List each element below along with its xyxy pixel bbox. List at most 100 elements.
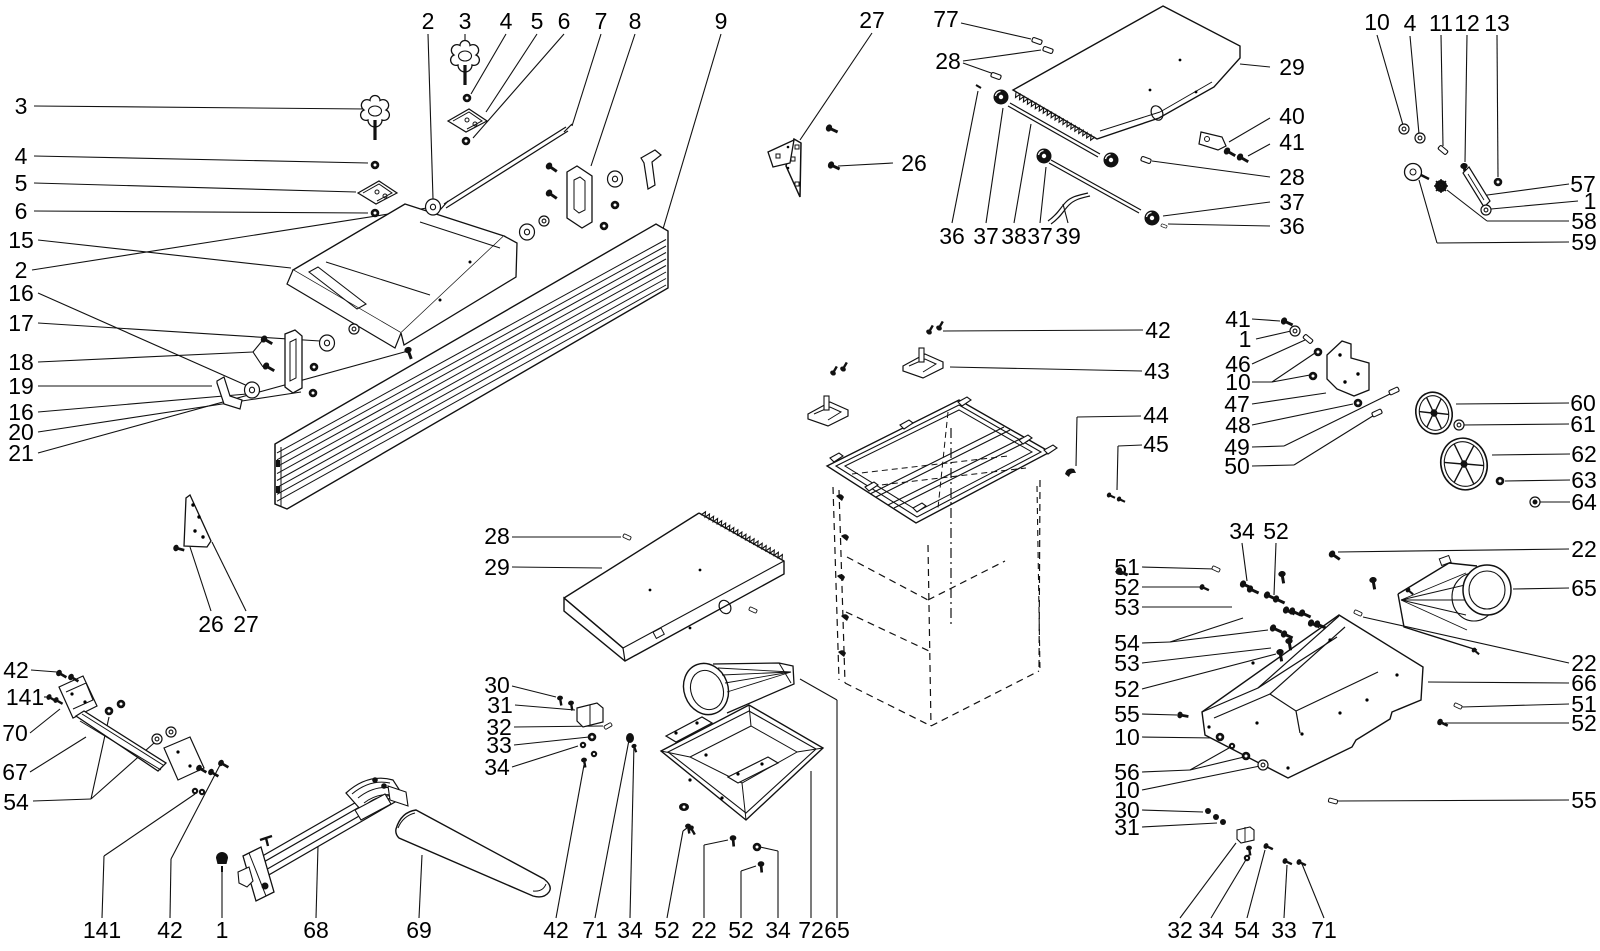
svg-text:34: 34 [484,754,510,780]
svg-text:20: 20 [8,419,34,445]
svg-text:52: 52 [728,917,754,943]
svg-text:66: 66 [1571,670,1597,696]
svg-text:68: 68 [303,917,329,943]
svg-text:15: 15 [8,227,34,253]
svg-text:71: 71 [1311,917,1337,943]
svg-text:7: 7 [595,8,608,34]
svg-text:8: 8 [629,8,642,34]
svg-text:29: 29 [1279,54,1305,80]
svg-text:22: 22 [1571,536,1597,562]
svg-text:55: 55 [1114,701,1140,727]
svg-text:49: 49 [1224,434,1250,460]
svg-text:62: 62 [1571,441,1597,467]
svg-text:28: 28 [1279,164,1305,190]
svg-text:59: 59 [1571,229,1597,255]
svg-text:31: 31 [1114,814,1140,840]
svg-text:41: 41 [1225,306,1251,332]
svg-text:34: 34 [617,917,643,943]
svg-text:1: 1 [1584,188,1597,214]
svg-text:72: 72 [798,917,824,943]
svg-text:60: 60 [1570,390,1596,416]
svg-text:1: 1 [216,917,229,943]
svg-text:65: 65 [824,917,850,943]
svg-text:52: 52 [1114,574,1140,600]
svg-text:45: 45 [1143,431,1169,457]
svg-text:16: 16 [8,399,34,425]
svg-text:10: 10 [1364,9,1390,35]
svg-text:4: 4 [1404,10,1417,36]
svg-text:53: 53 [1114,650,1140,676]
svg-text:42: 42 [157,917,183,943]
svg-text:3: 3 [459,8,472,34]
svg-text:61: 61 [1570,411,1596,437]
svg-text:36: 36 [1279,213,1305,239]
svg-text:10: 10 [1225,369,1251,395]
svg-text:43: 43 [1144,358,1170,384]
svg-text:52: 52 [1263,518,1289,544]
svg-text:22: 22 [691,917,717,943]
svg-text:3: 3 [15,93,28,119]
svg-text:47: 47 [1224,391,1250,417]
svg-text:56: 56 [1114,759,1140,785]
svg-text:21: 21 [8,440,34,466]
svg-text:12: 12 [1454,10,1480,36]
svg-text:39: 39 [1055,223,1081,249]
svg-text:54: 54 [1114,630,1140,656]
svg-text:52: 52 [1114,676,1140,702]
svg-text:2: 2 [422,8,435,34]
svg-text:36: 36 [939,223,965,249]
svg-text:37: 37 [1279,189,1305,215]
svg-text:71: 71 [582,917,608,943]
svg-text:28: 28 [484,523,510,549]
svg-text:38: 38 [1001,223,1027,249]
svg-text:30: 30 [1114,797,1140,823]
svg-text:4: 4 [15,143,28,169]
svg-text:30: 30 [484,672,510,698]
svg-text:52: 52 [1571,710,1597,736]
svg-text:63: 63 [1571,467,1597,493]
svg-text:5: 5 [15,170,28,196]
svg-text:33: 33 [1271,917,1297,943]
svg-text:48: 48 [1225,412,1251,438]
svg-text:53: 53 [1114,594,1140,620]
svg-text:51: 51 [1571,691,1597,717]
svg-text:33: 33 [486,732,512,758]
svg-text:50: 50 [1224,453,1250,479]
svg-text:9: 9 [715,8,728,34]
svg-text:17: 17 [8,310,34,336]
svg-text:40: 40 [1279,103,1305,129]
svg-text:37: 37 [973,223,999,249]
svg-text:32: 32 [1167,917,1193,943]
svg-text:67: 67 [2,759,28,785]
svg-text:37: 37 [1027,223,1053,249]
svg-text:27: 27 [859,7,885,33]
svg-text:77: 77 [933,6,959,32]
svg-text:10: 10 [1114,724,1140,750]
svg-text:58: 58 [1571,208,1597,234]
svg-text:54: 54 [1234,917,1260,943]
svg-text:70: 70 [2,720,28,746]
svg-text:18: 18 [8,349,34,375]
svg-text:22: 22 [1571,650,1597,676]
svg-text:54: 54 [3,789,29,815]
svg-text:55: 55 [1571,787,1597,813]
svg-text:42: 42 [1145,317,1171,343]
svg-text:141: 141 [6,684,44,710]
svg-text:11: 11 [1429,10,1453,36]
svg-text:42: 42 [3,657,29,683]
svg-text:57: 57 [1570,171,1596,197]
svg-text:6: 6 [15,198,28,224]
svg-text:52: 52 [654,917,680,943]
svg-text:34: 34 [1198,917,1224,943]
svg-text:42: 42 [543,917,569,943]
svg-text:65: 65 [1571,575,1597,601]
svg-text:64: 64 [1571,489,1597,515]
svg-text:44: 44 [1143,402,1169,428]
svg-text:13: 13 [1484,10,1510,36]
svg-text:5: 5 [531,8,544,34]
svg-text:6: 6 [558,8,571,34]
svg-text:46: 46 [1225,351,1251,377]
svg-text:34: 34 [1229,518,1255,544]
svg-text:26: 26 [198,611,224,637]
svg-text:27: 27 [233,611,259,637]
